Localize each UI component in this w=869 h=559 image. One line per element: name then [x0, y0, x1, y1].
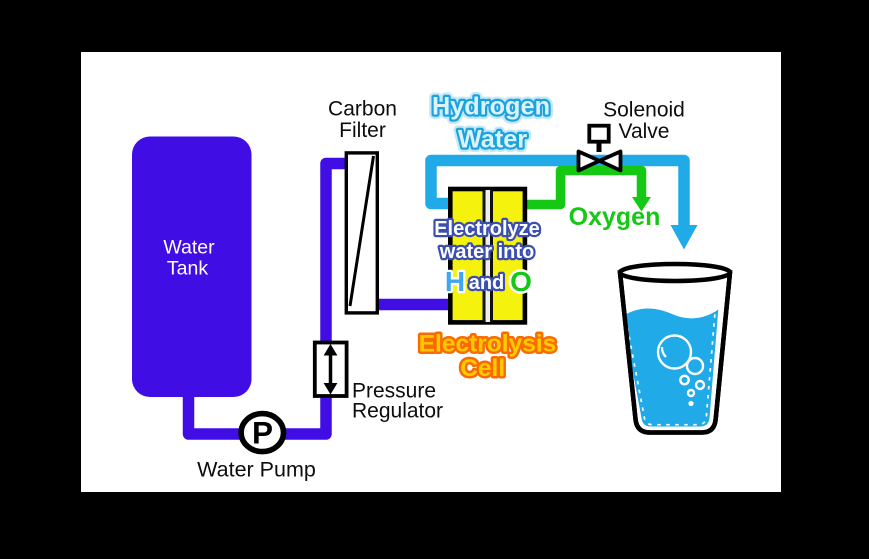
- svg-text:Cell: Cell: [460, 355, 505, 382]
- svg-text:Water: Water: [163, 237, 215, 259]
- svg-text:Filter: Filter: [339, 119, 386, 142]
- svg-text:Electrolysis: Electrolysis: [419, 331, 557, 358]
- svg-text:Carbon: Carbon: [328, 98, 397, 121]
- svg-text:Hydrogen: Hydrogen: [432, 93, 550, 121]
- svg-text:Water Pump: Water Pump: [197, 458, 316, 482]
- svg-text:and: and: [469, 272, 505, 294]
- svg-text:water into: water into: [439, 241, 534, 263]
- svg-text:Regulator: Regulator: [352, 400, 443, 423]
- svg-text:Valve: Valve: [619, 120, 670, 143]
- svg-text:Oxygen: Oxygen: [569, 203, 661, 231]
- svg-text:O: O: [510, 266, 532, 297]
- svg-text:H: H: [445, 266, 465, 297]
- svg-text:Hydrogen: Hydrogen: [432, 93, 550, 121]
- svg-text:Electrolyze: Electrolyze: [434, 218, 540, 240]
- svg-text:Solenoid: Solenoid: [603, 99, 685, 122]
- svg-text:Water: Water: [458, 126, 527, 154]
- svg-text:Tank: Tank: [167, 258, 208, 280]
- svg-text:Pressure: Pressure: [352, 380, 436, 403]
- svg-text:P: P: [252, 415, 273, 451]
- svg-text:Water: Water: [458, 126, 527, 154]
